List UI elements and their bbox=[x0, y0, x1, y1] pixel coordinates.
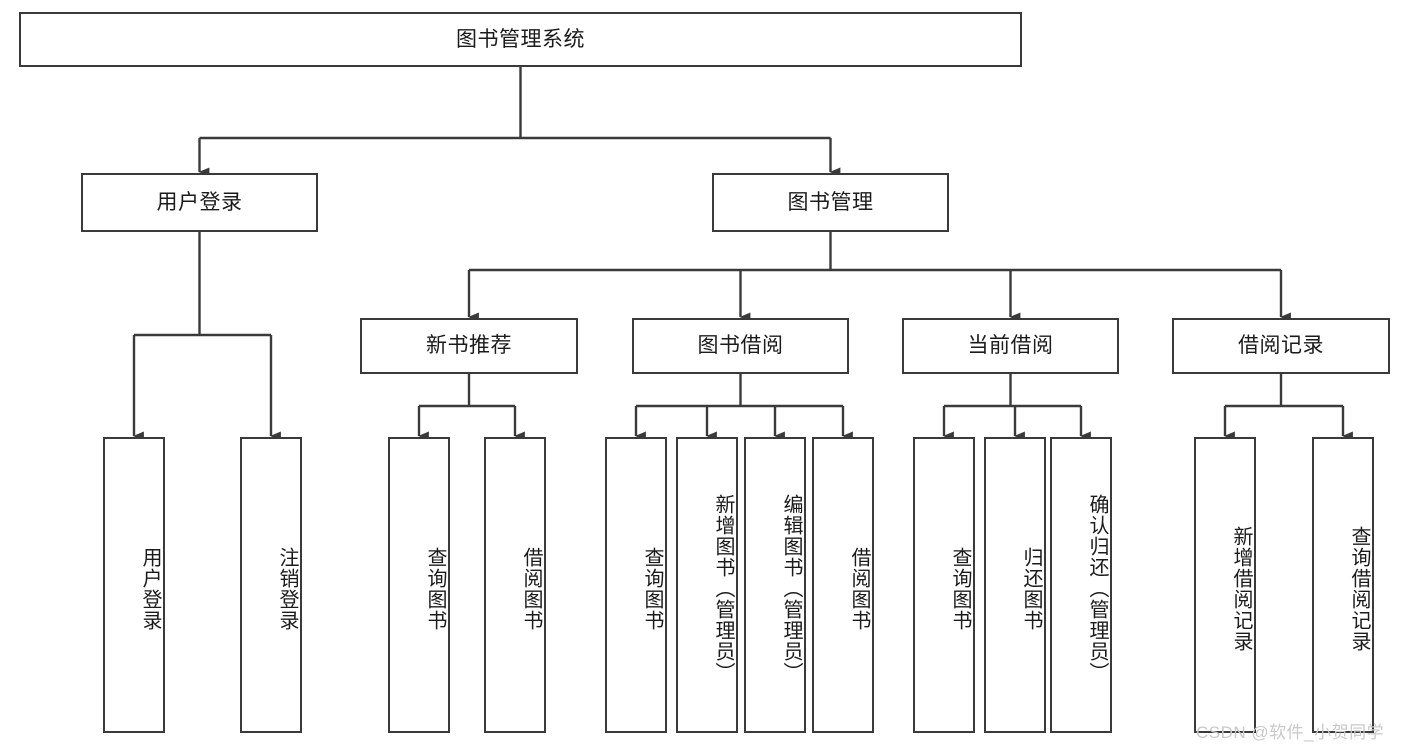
node-borrow-record[interactable]: 借阅记录 bbox=[1172, 318, 1390, 374]
leaf-query-borrow-record[interactable]: 查询借阅记录 bbox=[1312, 437, 1374, 733]
node-current-borrow[interactable]: 当前借阅 bbox=[902, 318, 1119, 374]
leaf-confirm-return-admin[interactable]: 确认归还（管理员） bbox=[1050, 437, 1112, 733]
node-book-manage[interactable]: 图书管理 bbox=[712, 173, 949, 232]
node-user-login[interactable]: 用户登录 bbox=[81, 173, 318, 232]
leaf-borrow-book-recommend[interactable]: 借阅图书 bbox=[484, 437, 546, 733]
leaf-add-borrow-record[interactable]: 新增借阅记录 bbox=[1194, 437, 1256, 733]
leaf-query-book-current[interactable]: 查询图书 bbox=[913, 437, 975, 733]
leaf-return-book[interactable]: 归还图书 bbox=[984, 437, 1046, 733]
leaf-query-book-recommend[interactable]: 查询图书 bbox=[388, 437, 450, 733]
node-root[interactable]: 图书管理系统 bbox=[19, 12, 1022, 67]
leaf-add-book-admin[interactable]: 新增图书（管理员） bbox=[676, 437, 738, 733]
leaf-borrow-book[interactable]: 借阅图书 bbox=[812, 437, 874, 733]
leaf-user-login[interactable]: 用户登录 bbox=[103, 437, 165, 733]
leaf-query-book-borrow[interactable]: 查询图书 bbox=[605, 437, 667, 733]
node-book-borrow[interactable]: 图书借阅 bbox=[632, 318, 849, 374]
csdn-watermark: CSDN @软件_小贺同学 bbox=[1196, 723, 1385, 742]
leaf-user-logout[interactable]: 注销登录 bbox=[240, 437, 302, 733]
leaf-edit-book-admin[interactable]: 编辑图书（管理员） bbox=[744, 437, 806, 733]
node-new-book-recommend[interactable]: 新书推荐 bbox=[360, 318, 578, 374]
